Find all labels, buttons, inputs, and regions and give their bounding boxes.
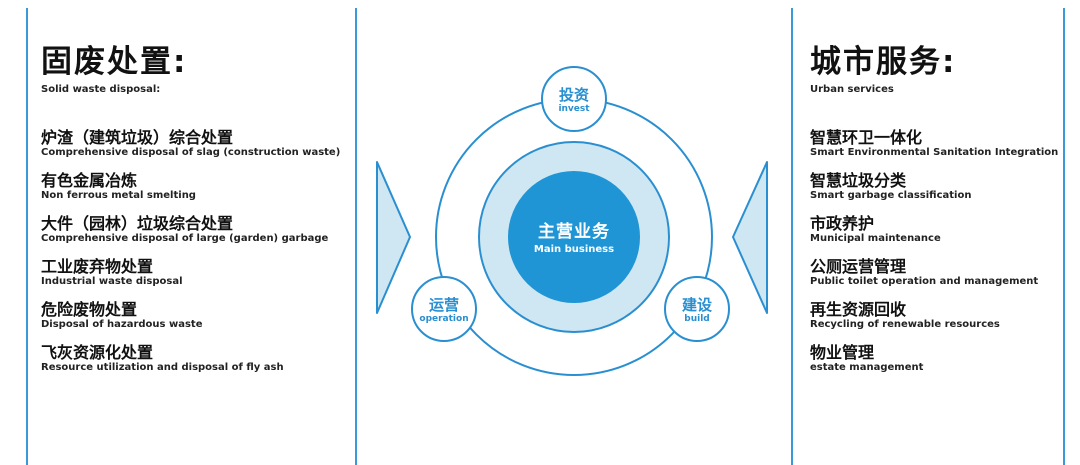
invest-zh: 投资 xyxy=(558,86,589,104)
main-business-label: 主营业务 Main business xyxy=(514,222,634,256)
item-title-zh: 有色金属冶炼 xyxy=(41,171,138,190)
list-item: 大件（园林）垃圾综合处置 Comprehensive disposal of l… xyxy=(41,214,351,245)
invest-node: 投资 invest xyxy=(534,86,614,115)
solid-waste-panel: 固废处置: Solid waste disposal: 炉渣（建筑垃圾）综合处置… xyxy=(41,44,351,386)
item-title-en: Public toilet operation and management xyxy=(810,276,1039,287)
build-en: build xyxy=(684,314,710,324)
list-item: 工业废弃物处置 Industrial waste disposal xyxy=(41,257,351,288)
panel-title: 固废处置: xyxy=(41,44,188,80)
operation-node-circle xyxy=(411,276,477,342)
operation-en: operation xyxy=(419,314,469,324)
list-item: 物业管理 estate management xyxy=(810,343,1062,374)
list-item: 危险废物处置 Disposal of hazardous waste xyxy=(41,300,351,331)
item-title-en: Comprehensive disposal of large (garden)… xyxy=(41,233,329,244)
list-item: 炉渣（建筑垃圾）综合处置 Comprehensive disposal of s… xyxy=(41,128,351,159)
item-title-en: Resource utilization and disposal of fly… xyxy=(41,362,284,373)
cycle-diagram-graphic xyxy=(376,66,768,376)
divider-right-inner xyxy=(791,8,793,465)
item-title-en: estate management xyxy=(810,362,924,373)
item-title-zh: 物业管理 xyxy=(810,343,875,362)
item-title-en: Comprehensive disposal of slag (construc… xyxy=(41,147,341,158)
list-item: 市政养护 Municipal maintenance xyxy=(810,214,1062,245)
build-zh: 建设 xyxy=(681,296,712,314)
item-title-zh: 市政养护 xyxy=(810,214,875,233)
divider-right-outer xyxy=(1063,8,1065,465)
list-item: 再生资源回收 Recycling of renewable resources xyxy=(810,300,1062,331)
item-list: 炉渣（建筑垃圾）综合处置 Comprehensive disposal of s… xyxy=(41,128,351,374)
core-circle xyxy=(508,171,640,303)
item-title-en: Municipal maintenance xyxy=(810,233,941,244)
list-item: 公厕运营管理 Public toilet operation and manag… xyxy=(810,257,1062,288)
item-title-en: Recycling of renewable resources xyxy=(810,319,1000,330)
main-business-zh: 主营业务 xyxy=(538,222,610,242)
list-item: 有色金属冶炼 Non ferrous metal smelting xyxy=(41,171,351,202)
item-title-zh: 智慧垃圾分类 xyxy=(810,171,907,190)
item-title-zh: 再生资源回收 xyxy=(810,300,907,319)
build-node-circle xyxy=(664,276,730,342)
operation-zh: 运营 xyxy=(428,296,459,314)
item-title-en: Non ferrous metal smelting xyxy=(41,190,196,201)
item-title-zh: 危险废物处置 xyxy=(41,300,138,319)
panel-subtitle: Solid waste disposal: xyxy=(41,84,161,95)
list-item: 智慧垃圾分类 Smart garbage classification xyxy=(810,171,1062,202)
item-title-zh: 公厕运营管理 xyxy=(810,257,907,276)
item-list: 智慧环卫一体化 Smart Environmental Sanitation I… xyxy=(810,128,1062,374)
item-title-zh: 飞灰资源化处置 xyxy=(41,343,154,362)
urban-services-panel: 城市服务: Urban services 智慧环卫一体化 Smart Envir… xyxy=(810,44,1062,386)
arrow-left-icon xyxy=(732,161,768,314)
item-title-en: Industrial waste disposal xyxy=(41,276,183,287)
arrow-right-icon xyxy=(376,161,411,314)
divider-left-outer xyxy=(26,8,28,465)
panel-subtitle: Urban services xyxy=(810,84,894,95)
invest-node-circle xyxy=(541,66,607,132)
panel-title: 城市服务: xyxy=(810,44,957,80)
main-business-diagram: 主营业务 Main business 投资 invest 运营 operatio… xyxy=(356,0,792,465)
invest-en: invest xyxy=(558,104,590,114)
list-item: 飞灰资源化处置 Resource utilization and disposa… xyxy=(41,343,351,374)
item-title-zh: 大件（园林）垃圾综合处置 xyxy=(41,214,234,233)
list-item: 智慧环卫一体化 Smart Environmental Sanitation I… xyxy=(810,128,1062,159)
item-title-zh: 智慧环卫一体化 xyxy=(810,128,923,147)
item-title-en: Disposal of hazardous waste xyxy=(41,319,203,330)
item-title-zh: 炉渣（建筑垃圾）综合处置 xyxy=(41,128,234,147)
item-title-zh: 工业废弃物处置 xyxy=(41,257,154,276)
divider-left-inner xyxy=(355,8,357,465)
item-title-en: Smart Environmental Sanitation Integrati… xyxy=(810,147,1059,158)
main-business-en: Main business xyxy=(533,244,615,255)
operation-node: 运营 operation xyxy=(404,296,484,325)
item-title-en: Smart garbage classification xyxy=(810,190,972,201)
build-node: 建设 build xyxy=(657,296,737,325)
